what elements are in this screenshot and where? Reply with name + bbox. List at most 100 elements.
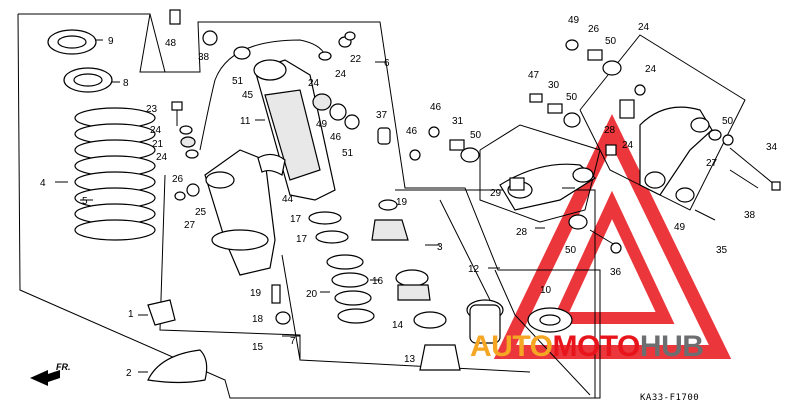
callout: 50 xyxy=(470,130,482,141)
callout: 19 xyxy=(250,288,262,299)
callout: 4 xyxy=(40,178,46,189)
callout: 37 xyxy=(376,110,388,121)
callout: 24 xyxy=(335,69,347,80)
valve-19 xyxy=(271,284,281,304)
callout: 45 xyxy=(242,90,254,101)
callout: 38 xyxy=(198,52,210,63)
piston-stack xyxy=(326,254,375,324)
callout: 16 xyxy=(372,276,384,287)
callout: 17 xyxy=(296,234,308,245)
callout: 28 xyxy=(604,125,616,136)
callout: 31 xyxy=(452,116,464,127)
watermark-auto: AUTO xyxy=(470,330,553,363)
callout: 6 xyxy=(384,58,390,69)
bolt-42 xyxy=(694,209,716,221)
bolt-45 xyxy=(169,9,181,25)
callout: 3 xyxy=(437,242,443,253)
callout: 7 xyxy=(290,336,296,347)
callout: 1 xyxy=(128,309,134,320)
callout: 24 xyxy=(150,125,162,136)
callout: 48 xyxy=(165,38,177,49)
front-arrow-icon xyxy=(30,370,60,386)
callout: 24 xyxy=(638,22,650,33)
callout: 14 xyxy=(392,320,404,331)
bolt-23-left xyxy=(171,101,199,159)
callout: 21 xyxy=(152,139,164,150)
callout: 19 xyxy=(396,197,408,208)
callout: 20 xyxy=(306,289,318,300)
bolt-41 xyxy=(729,147,776,186)
plate-1 xyxy=(147,299,176,326)
callout: 46 xyxy=(430,102,442,113)
callout: 22 xyxy=(350,54,362,65)
callout: 29 xyxy=(490,188,502,199)
spring-seat-9 xyxy=(47,29,97,55)
strap-2 xyxy=(147,349,208,384)
callout: 26 xyxy=(588,24,600,35)
watermark-hub: HUB xyxy=(640,330,704,363)
shock-reservoir xyxy=(174,149,276,276)
rod-end xyxy=(469,304,501,344)
callout: 15 xyxy=(252,342,264,353)
callout: 44 xyxy=(282,194,294,205)
callout: 50 xyxy=(605,36,617,47)
seal-39 xyxy=(329,103,347,121)
watermark-logo: AUTOMOTOHUB xyxy=(470,330,704,363)
right-hardware xyxy=(409,39,734,230)
callout: 38 xyxy=(744,210,756,221)
collar-38b xyxy=(377,127,391,145)
front-label: FR. xyxy=(56,362,71,372)
seal-51 xyxy=(344,114,360,130)
bolt-44 xyxy=(729,169,759,189)
callout: 12 xyxy=(468,264,480,275)
seal-48 xyxy=(312,93,332,111)
callout: 35 xyxy=(716,245,728,256)
callout: 47 xyxy=(528,70,540,81)
callout: 18 xyxy=(252,314,264,325)
callout: 5 xyxy=(82,196,88,207)
callout: 46 xyxy=(406,126,418,137)
callout: 27 xyxy=(706,158,718,169)
callout: 26 xyxy=(172,174,184,185)
callout: 51 xyxy=(232,76,244,87)
bump-cap xyxy=(257,153,286,176)
callout: 9 xyxy=(108,36,114,47)
cap-18 xyxy=(275,311,291,325)
callout: 50 xyxy=(566,92,578,103)
collar-10 xyxy=(527,307,573,333)
drawing-code: KA33-F1700 xyxy=(640,393,699,403)
callout: 25 xyxy=(195,207,207,218)
callout: 8 xyxy=(123,78,129,89)
callout: 11 xyxy=(240,116,251,127)
callout: 27 xyxy=(184,220,196,231)
callout: 49 xyxy=(674,222,686,233)
link-arm-29 xyxy=(639,106,713,196)
callout: 23 xyxy=(146,104,158,115)
callout: 24 xyxy=(645,64,657,75)
callout: 10 xyxy=(540,285,552,296)
callout: 2 xyxy=(126,368,132,379)
callout: 13 xyxy=(404,354,416,365)
spring-seat-8 xyxy=(63,67,113,93)
callout: 17 xyxy=(290,214,302,225)
callout: 34 xyxy=(766,142,778,153)
ring-17b xyxy=(315,230,349,244)
group-frames xyxy=(17,13,746,399)
svg-text:AUTOMOTOHUB: AUTOMOTOHUB xyxy=(470,330,703,363)
leader-lines xyxy=(55,39,575,373)
callout: 49 xyxy=(316,119,328,130)
callout: 36 xyxy=(610,267,622,278)
callout: 30 xyxy=(548,80,560,91)
ring-17a xyxy=(308,211,342,225)
bump-rubber xyxy=(371,199,461,371)
coil-spring xyxy=(74,107,156,241)
bolt-43 xyxy=(589,229,616,246)
watermark-triangle xyxy=(493,113,732,359)
callout: 50 xyxy=(565,245,577,256)
callout: 24 xyxy=(308,78,320,89)
callout: 50 xyxy=(722,116,734,127)
callout: 24 xyxy=(622,140,634,151)
callout: 28 xyxy=(516,227,528,238)
